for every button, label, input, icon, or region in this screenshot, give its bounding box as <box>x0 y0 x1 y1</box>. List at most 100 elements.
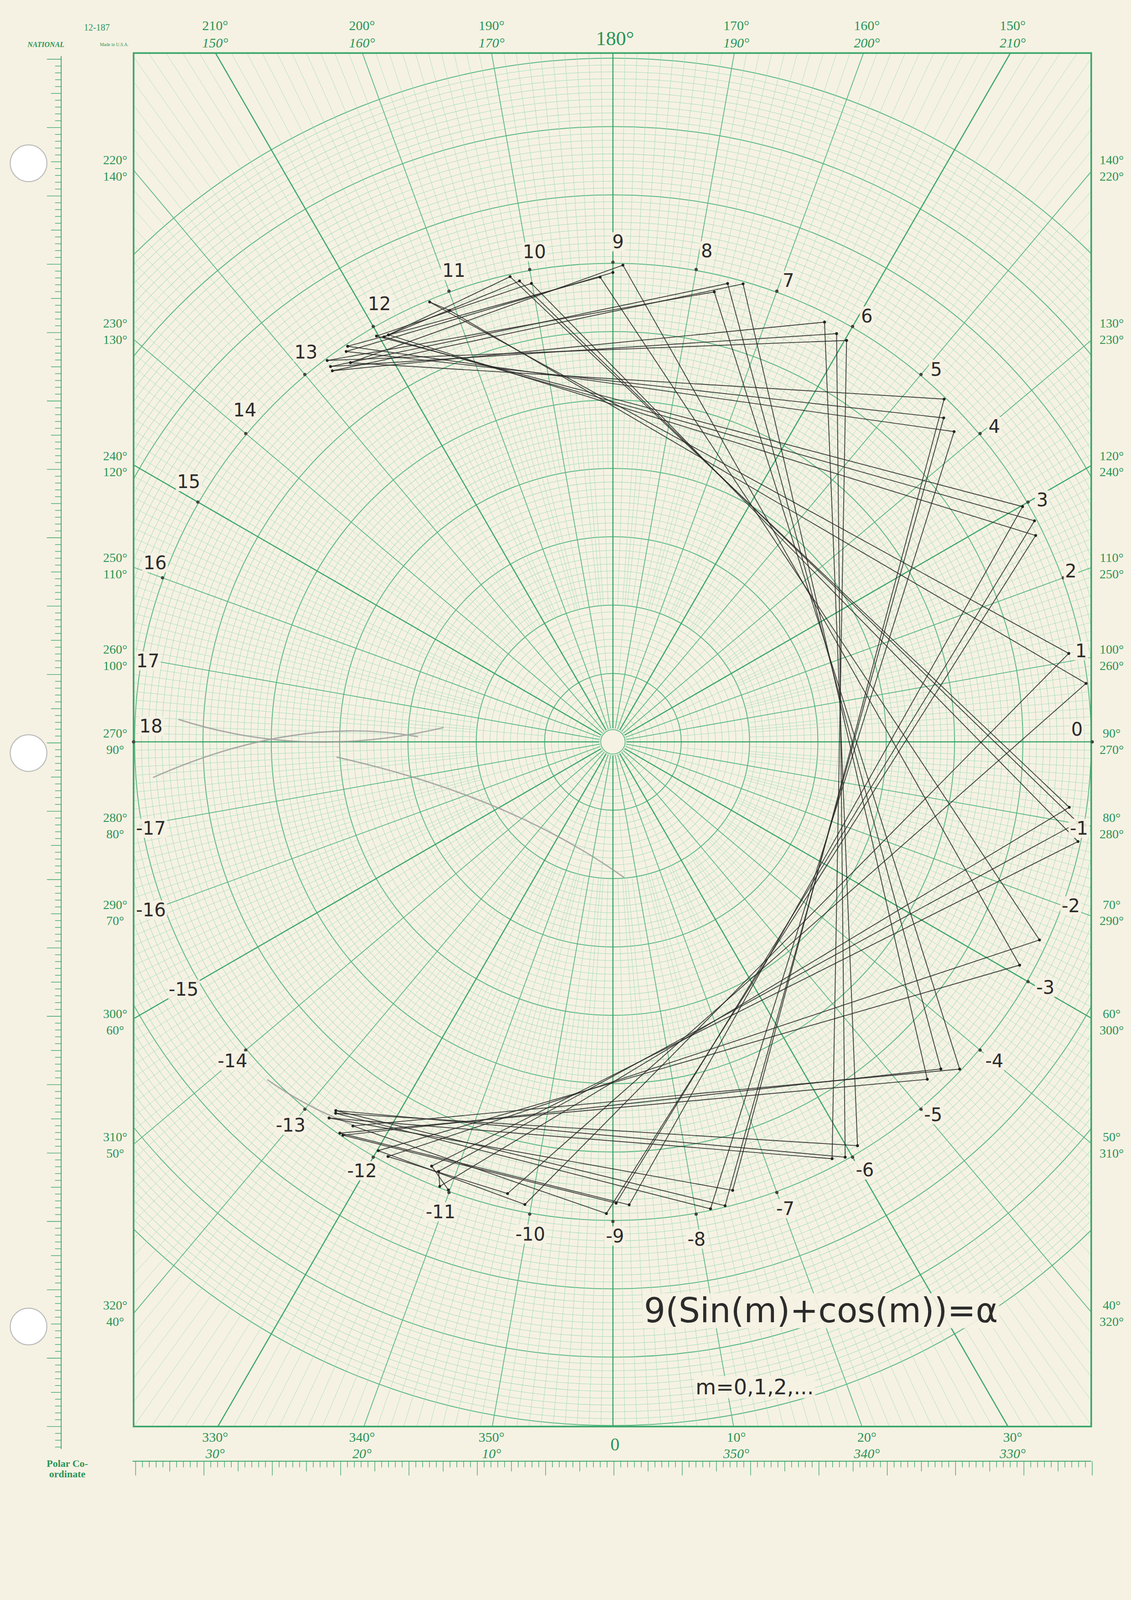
grid-radial <box>133 752 605 1427</box>
string-point <box>723 1203 727 1207</box>
grid-radial <box>842 890 1092 1242</box>
grid-radial <box>701 1000 912 1427</box>
grid-radial <box>133 215 557 703</box>
scale-label: 60° <box>1102 1006 1121 1021</box>
ruler-tick <box>258 1461 259 1468</box>
handwritten-label: -11 <box>424 1202 457 1222</box>
handwritten-label: m=0,1,2,... <box>694 1375 815 1398</box>
ruler-tick <box>55 1296 62 1297</box>
grid-radial <box>133 741 600 742</box>
grid-radial <box>154 753 607 1427</box>
ruler-tick <box>51 1050 62 1051</box>
ruler-tick <box>55 373 62 374</box>
string-point <box>942 397 946 401</box>
grid-radial <box>622 878 677 1427</box>
ruler-tick <box>51 571 62 572</box>
grid-radial <box>753 975 1086 1427</box>
string-point <box>925 1077 929 1081</box>
string-line <box>376 283 532 336</box>
ruler-tick <box>55 284 62 286</box>
ruler-tick <box>46 1152 62 1153</box>
ruler-tick <box>483 1461 485 1468</box>
ruler-tick <box>55 783 62 784</box>
ruler-tick <box>285 1461 286 1468</box>
grid-radial <box>632 876 741 1427</box>
scale-label: 330° <box>999 1446 1026 1461</box>
string-point <box>835 332 838 335</box>
grid-radial <box>565 1014 599 1427</box>
ruler-tick <box>620 1461 622 1468</box>
grid-radial <box>133 442 355 653</box>
ruler-tick <box>408 1461 410 1476</box>
ruler-tick <box>750 1461 751 1476</box>
ruler-tick <box>55 899 62 901</box>
pencil-curves <box>152 719 624 1125</box>
ruler-tick <box>55 1063 62 1065</box>
grid-radial <box>655 1011 757 1427</box>
ruler-tick <box>736 1461 737 1468</box>
ruler-tick <box>55 838 62 839</box>
string-line <box>714 291 960 1069</box>
grid-radial <box>596 1015 609 1427</box>
ruler-tick <box>203 1461 205 1476</box>
scale-label: 330° <box>202 1429 229 1445</box>
handwritten-label: 9 <box>610 232 625 252</box>
ruler-tick <box>46 58 62 60</box>
grid-radial <box>501 1013 580 1427</box>
ruler-tick <box>55 311 62 313</box>
string-point <box>830 1156 834 1160</box>
string-point <box>376 1149 380 1152</box>
ruler-tick <box>811 1461 813 1468</box>
ruler-tick <box>46 1220 62 1222</box>
ruler-tick <box>353 1461 355 1468</box>
string-line <box>332 283 744 371</box>
ruler-tick <box>627 1461 628 1468</box>
grid-radial <box>133 849 530 1427</box>
ruler-tick <box>55 1166 62 1167</box>
ruler-tick <box>55 1179 62 1181</box>
ruler-tick <box>55 79 62 80</box>
ruler-tick <box>51 913 62 914</box>
string-point <box>428 300 431 304</box>
ruler-tick <box>442 1461 444 1472</box>
string-point <box>621 263 625 267</box>
grid-radial <box>133 725 340 737</box>
ruler-tick <box>299 1461 300 1468</box>
grid-radial <box>627 52 709 606</box>
ruler-tick <box>55 1097 62 1099</box>
grid-radial <box>196 985 489 1427</box>
grid-radial <box>133 825 506 1308</box>
ruler-tick <box>55 1330 62 1331</box>
scale-label: 10° <box>482 1446 502 1461</box>
ruler-tick <box>360 1461 362 1468</box>
grid-radial <box>167 52 481 503</box>
ruler-tick <box>456 1461 457 1468</box>
ruler-line <box>132 1460 1092 1462</box>
scale-label: 80° <box>106 827 125 841</box>
grid-radial <box>885 756 1091 790</box>
grid-radial <box>693 52 1092 632</box>
ruler-tick <box>264 1461 266 1468</box>
string-line <box>742 283 928 1080</box>
grid-radial <box>133 803 347 949</box>
ruler-tick <box>55 1138 62 1140</box>
scale-label: 280° <box>103 811 128 825</box>
ruler-tick <box>55 216 62 217</box>
ruler-tick <box>55 886 62 887</box>
grid-radial <box>596 52 609 469</box>
grid-radial <box>133 151 603 733</box>
grid-radial <box>630 807 851 1427</box>
string-line <box>388 1156 508 1194</box>
string-point <box>348 361 352 364</box>
grid-radial <box>133 412 358 644</box>
grid-radial <box>133 780 557 1269</box>
grid-radial <box>133 163 401 570</box>
grid-radial <box>133 202 503 662</box>
angle-mark <box>528 1212 532 1216</box>
scale-label: 120° <box>103 465 128 479</box>
grid-radial <box>133 779 482 995</box>
ruler-tick <box>55 1371 62 1372</box>
ruler-tick <box>633 1461 635 1468</box>
grid-radial <box>133 59 522 641</box>
grid-radial <box>133 770 480 933</box>
